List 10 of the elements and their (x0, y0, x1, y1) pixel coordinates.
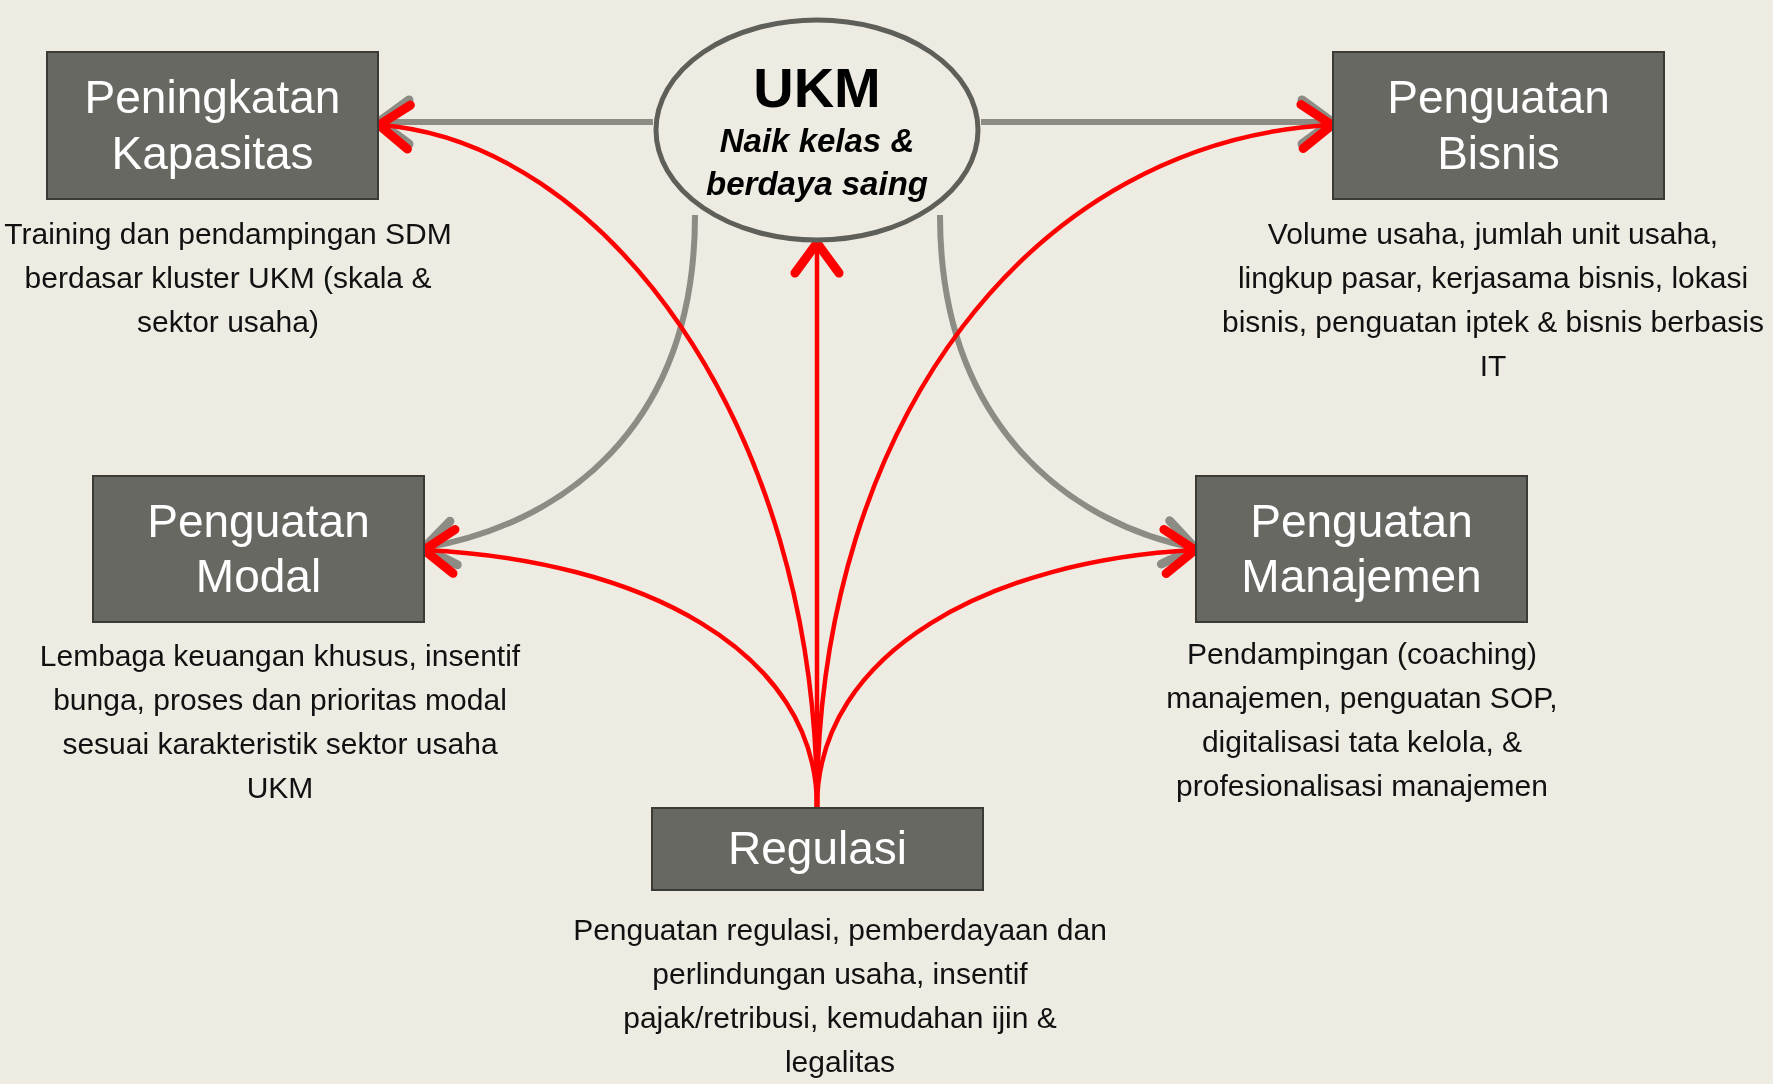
description-text: Training dan pendampingan SDM berdasar kluster UKM (skala & sektor usaha) (3, 216, 453, 340)
process-box: Regulasi (651, 807, 984, 891)
description-text: Pendampingan (coaching) manajemen, penguatan SOP, digitalisasi tata kelola, & profesionalisasi manajemen (1165, 636, 1559, 804)
process-box: Penguatan Manajemen (1195, 475, 1528, 623)
node-title: UKM (753, 54, 881, 120)
process-box: Peningkatan Kapasitas (46, 51, 379, 200)
description-text: Volume usaha, jumlah unit usaha, lingkup pasar, kerjasama bisnis, lokasi bisnis, penguatan iptek & bisnis berbasis IT (1221, 216, 1765, 384)
process-box: Penguatan Bisnis (1332, 51, 1665, 200)
process-box: Penguatan Modal (92, 475, 425, 623)
description-text: Penguatan regulasi, pemberdayaan dan perlindungan usaha, insentif pajak/retribusi, kemudahan ijin & legalitas (572, 912, 1108, 1080)
